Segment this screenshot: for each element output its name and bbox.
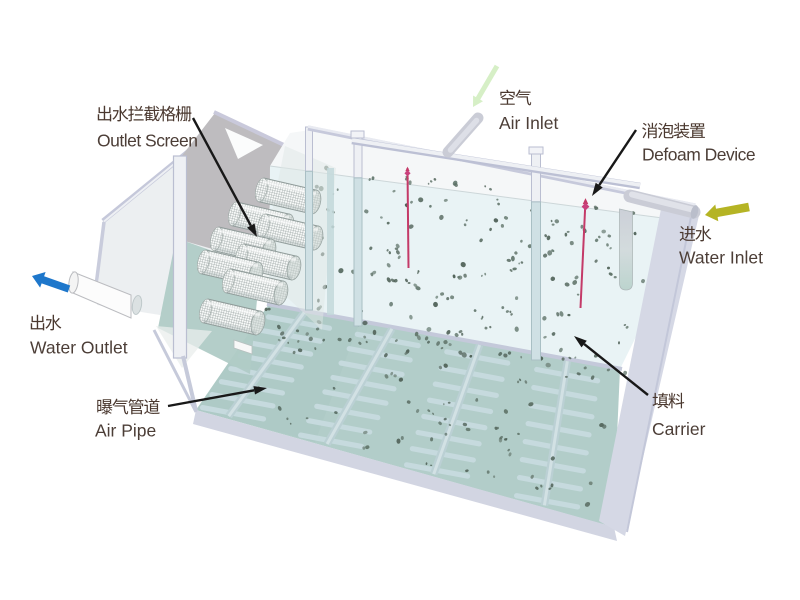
svg-text:Carrier: Carrier (652, 419, 706, 439)
svg-text:Water Outlet: Water Outlet (30, 338, 128, 358)
svg-text:Air Inlet: Air Inlet (499, 113, 558, 133)
svg-text:Outlet Screen: Outlet Screen (97, 131, 198, 151)
svg-text:Defoam Device: Defoam Device (642, 145, 755, 165)
svg-text:Air Pipe: Air Pipe (95, 421, 156, 441)
svg-text:Water Inlet: Water Inlet (679, 248, 763, 268)
